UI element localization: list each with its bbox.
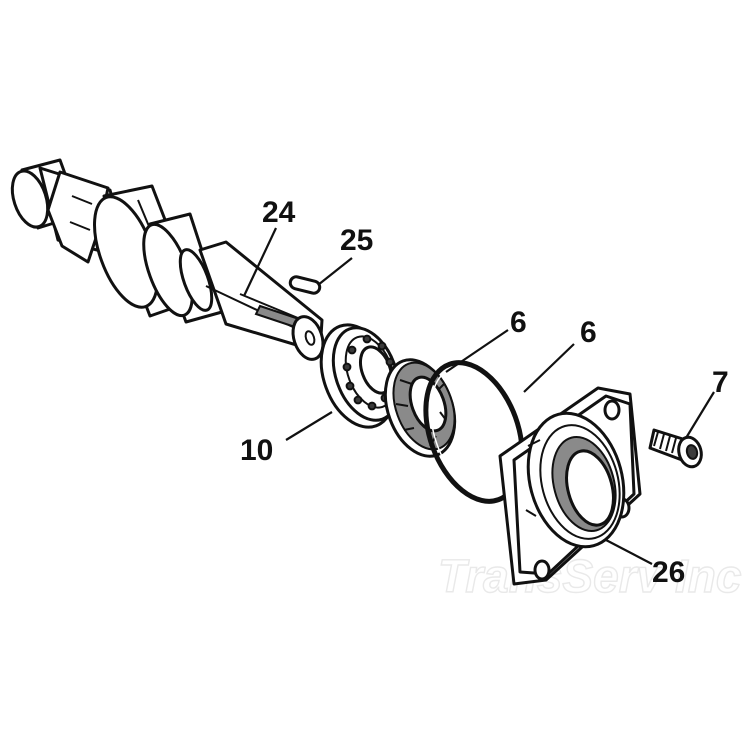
callout-6-o-ring: 6 bbox=[580, 316, 597, 349]
callout-24: 24 bbox=[262, 196, 296, 229]
watermark-text: TransServ Inc bbox=[438, 550, 741, 602]
key-part bbox=[288, 275, 322, 295]
bearing-part bbox=[319, 323, 401, 429]
bolt-part bbox=[648, 428, 703, 469]
callout-7: 7 bbox=[712, 366, 729, 399]
callout-25: 25 bbox=[340, 224, 373, 257]
flange-part bbox=[498, 386, 642, 586]
callout-26: 26 bbox=[652, 556, 685, 589]
seal-part bbox=[383, 358, 457, 458]
shaft-part bbox=[10, 158, 325, 361]
leader-lines bbox=[243, 227, 715, 565]
callout-6-seal: 6 bbox=[510, 306, 527, 339]
callout-10: 10 bbox=[240, 434, 273, 467]
